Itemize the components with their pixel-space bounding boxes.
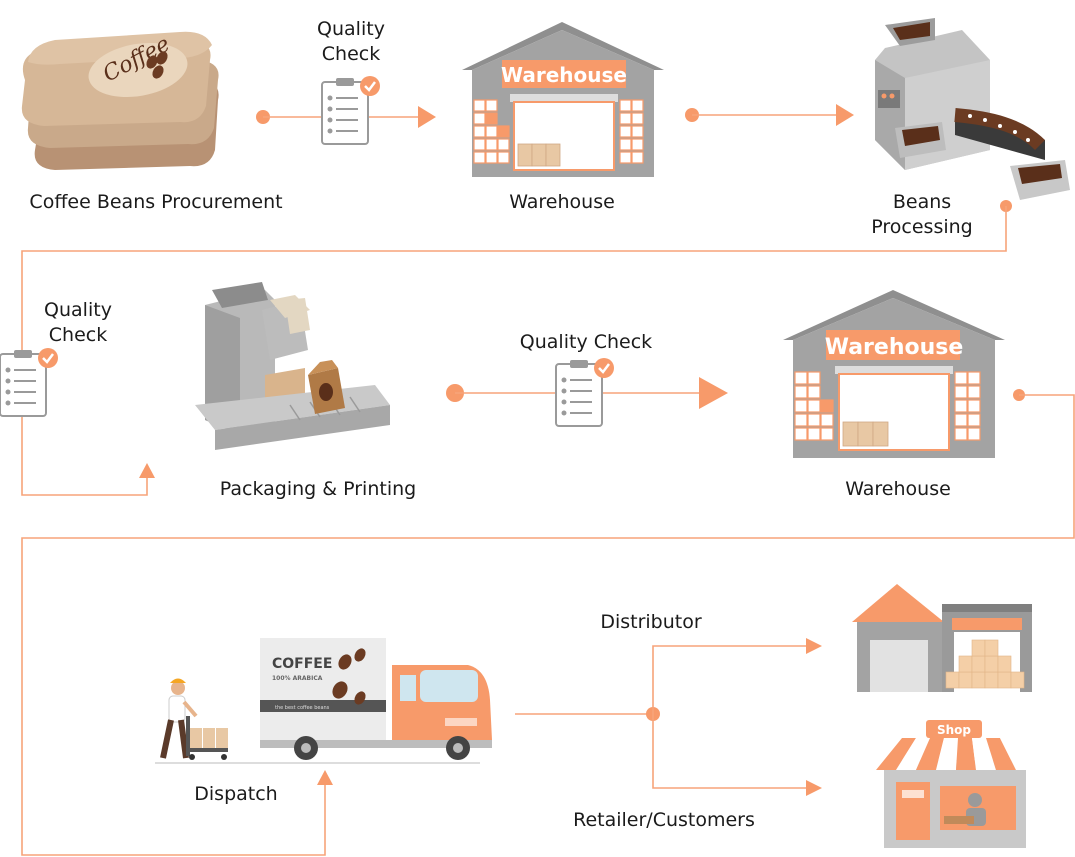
label-quality-check-1-line2: Check — [322, 43, 380, 65]
arrow-head — [699, 377, 728, 409]
truck-subtitle: 100% ARABICA — [272, 675, 323, 682]
connector-line — [652, 645, 806, 714]
truck-stripe-text: the best coffee beans — [275, 705, 330, 711]
coffee-sacks-icon: Coffee — [21, 32, 219, 170]
warehouse-windows-right — [619, 99, 644, 164]
checklist-icon — [555, 358, 614, 427]
arrow-head — [139, 463, 155, 478]
warehouse-icon: Warehouse — [462, 22, 664, 177]
arrow-head — [806, 638, 822, 654]
checklist-icon — [321, 76, 380, 145]
arrow-head — [806, 780, 822, 796]
label-quality-check-2-line2: Check — [49, 324, 107, 346]
warehouse-icon: Warehouse — [783, 290, 1005, 458]
warehouse-sign: Warehouse — [501, 63, 627, 87]
shop-icon: Shop — [876, 720, 1034, 848]
delivery-truck-icon: COFFEE 100% ARABICA the best coffee bean… — [260, 638, 492, 760]
shop-sign: Shop — [937, 723, 971, 737]
checklist-icon — [0, 348, 58, 417]
connector-line — [21, 394, 1075, 856]
warehouse-sign: Warehouse — [825, 335, 964, 360]
flow-connectors — [21, 104, 1075, 856]
arrow-head — [418, 106, 436, 128]
distributor-building-icon — [852, 584, 1032, 692]
packaging-machine-icon — [195, 282, 390, 450]
warehouse-windows-left — [794, 371, 834, 441]
label-packaging: Packaging & Printing — [220, 478, 416, 500]
worker-with-trolley-icon — [155, 678, 480, 764]
label-retailer: Retailer/Customers — [573, 809, 755, 831]
label-quality-check-3: Quality Check — [520, 331, 652, 353]
label-warehouse-2: Warehouse — [845, 478, 951, 500]
beans-processing-machine-icon — [875, 18, 1070, 200]
label-quality-check-2-line1: Quality — [44, 299, 112, 321]
warehouse-windows-left — [473, 99, 510, 164]
label-distributor: Distributor — [600, 611, 702, 633]
label-beans-processing-line1: Beans — [893, 191, 951, 213]
label-quality-check-1-line1: Quality — [317, 18, 385, 40]
label-beans-processing-line2: Processing — [871, 216, 972, 238]
label-warehouse-1: Warehouse — [509, 191, 615, 213]
arrow-head — [317, 770, 333, 785]
connector-line — [652, 714, 806, 789]
label-dispatch: Dispatch — [194, 783, 277, 805]
truck-brand: COFFEE — [272, 656, 332, 672]
arrow-head — [836, 104, 854, 126]
warehouse-windows-right — [954, 371, 981, 441]
label-procurement: Coffee Beans Procurement — [29, 191, 282, 213]
